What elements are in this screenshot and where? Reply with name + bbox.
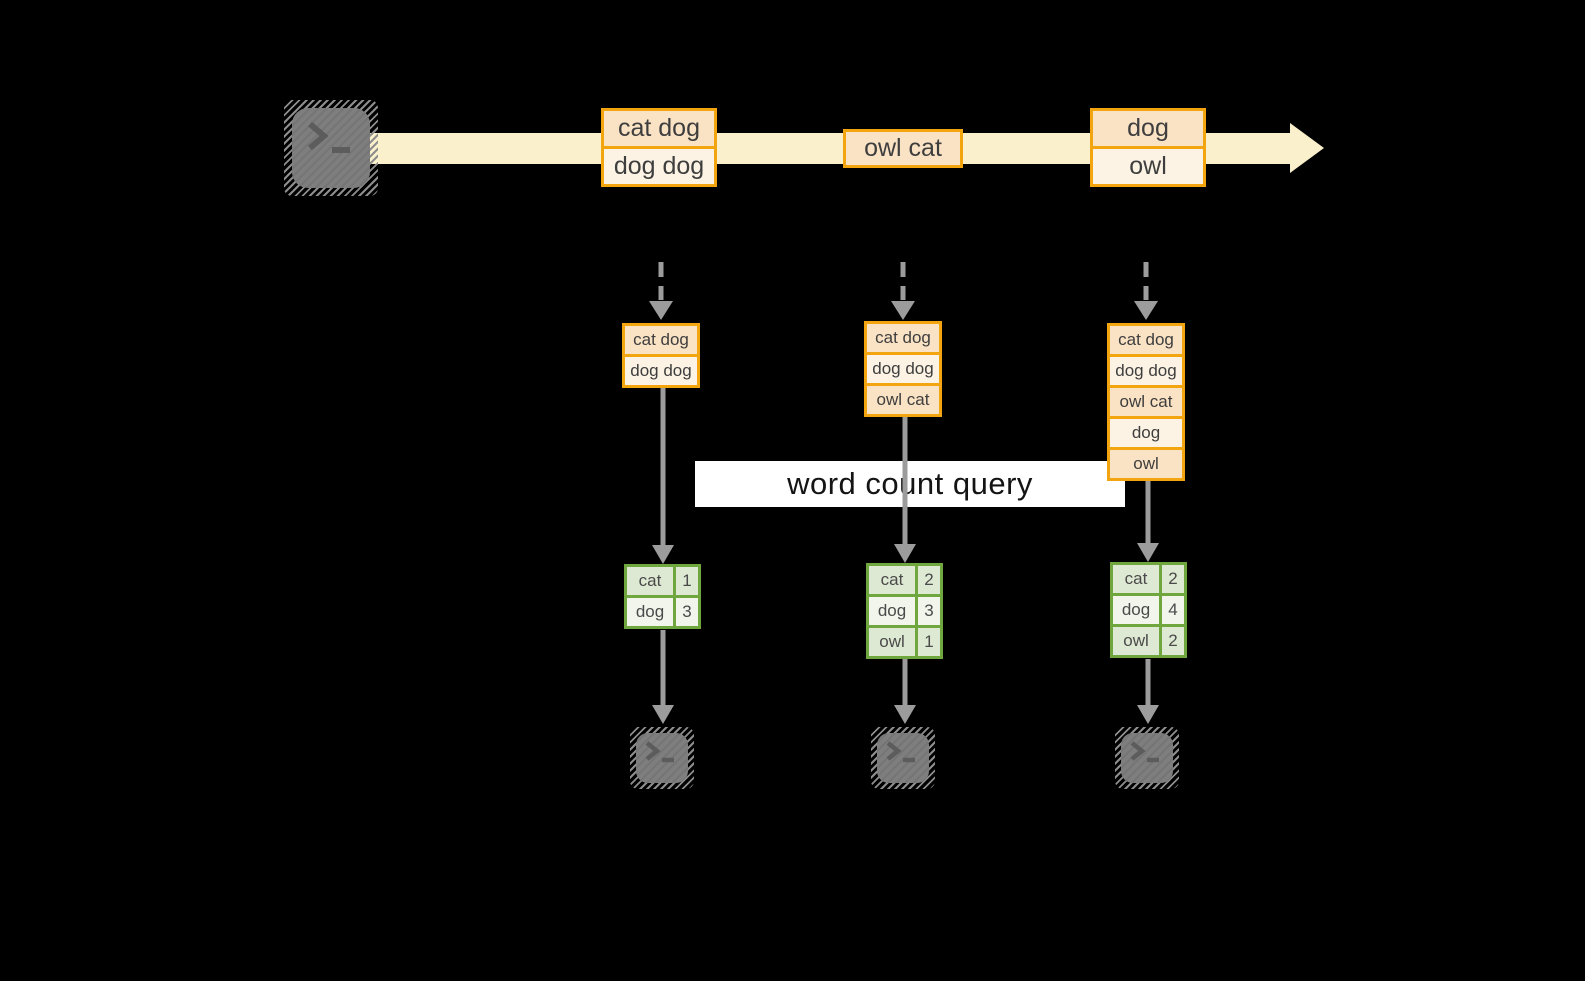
dashed-arrow-down-3: [1131, 262, 1161, 320]
count-value: 3: [918, 597, 940, 625]
sink-terminal-icon-2: [871, 727, 935, 789]
solid-arrow-sink-2: [890, 659, 920, 724]
terminal-icon: [877, 733, 929, 783]
count-word: dog: [869, 597, 915, 625]
state-cell: owl cat: [867, 386, 939, 414]
state-cell: dog dog: [867, 355, 939, 383]
count-value: 1: [676, 567, 698, 595]
state-cell: cat dog: [625, 326, 697, 354]
count-value: 2: [918, 566, 940, 594]
solid-arrow-query-2: [890, 417, 920, 563]
count-word: cat: [869, 566, 915, 594]
source-terminal-icon: [284, 100, 378, 196]
solid-arrow-query-1: [648, 388, 678, 564]
count-table-3: cat 2 dog 4 owl 2: [1110, 562, 1187, 658]
batch-cell: owl cat: [846, 132, 960, 165]
state-cell: owl: [1110, 450, 1182, 478]
batch-cell: dog: [1093, 111, 1203, 146]
stream-arrow-head: [1290, 123, 1324, 173]
count-word: cat: [627, 567, 673, 595]
stream-batch-2: owl cat: [843, 129, 963, 168]
state-box-1: cat dog dog dog: [622, 323, 700, 388]
state-cell: dog dog: [1110, 357, 1182, 385]
count-value: 2: [1162, 627, 1184, 655]
dashed-arrow-down-1: [646, 262, 676, 320]
count-value: 2: [1162, 565, 1184, 593]
state-cell: owl cat: [1110, 388, 1182, 416]
sink-terminal-icon-1: [630, 727, 694, 789]
count-word: dog: [627, 598, 673, 626]
count-word: owl: [1113, 627, 1159, 655]
state-box-3: cat dog dog dog owl cat dog owl: [1107, 323, 1185, 481]
sink-terminal-icon-3: [1115, 727, 1179, 789]
dashed-arrow-down-2: [888, 262, 918, 320]
count-table-1: cat 1 dog 3: [624, 564, 701, 629]
terminal-icon: [1121, 733, 1173, 783]
count-table-2: cat 2 dog 3 owl 1: [866, 563, 943, 659]
terminal-icon: [636, 733, 688, 783]
count-value: 3: [676, 598, 698, 626]
count-word: dog: [1113, 596, 1159, 624]
solid-arrow-sink-3: [1133, 659, 1163, 724]
state-cell: dog dog: [625, 357, 697, 385]
state-cell: dog: [1110, 419, 1182, 447]
state-cell: cat dog: [867, 324, 939, 352]
solid-arrow-query-3: [1133, 480, 1163, 562]
solid-arrow-sink-1: [648, 630, 678, 724]
count-word: owl: [869, 628, 915, 656]
query-label: word count query: [787, 466, 1033, 501]
batch-cell: dog dog: [604, 149, 714, 184]
count-value: 1: [918, 628, 940, 656]
state-cell: cat dog: [1110, 326, 1182, 354]
stream-batch-3: dog owl: [1090, 108, 1206, 187]
state-box-2: cat dog dog dog owl cat: [864, 321, 942, 417]
batch-cell: cat dog: [604, 111, 714, 146]
query-label-band: word count query: [695, 461, 1125, 507]
batch-cell: owl: [1093, 149, 1203, 184]
stream-batch-1: cat dog dog dog: [601, 108, 717, 187]
count-word: cat: [1113, 565, 1159, 593]
terminal-icon: [292, 108, 370, 188]
count-value: 4: [1162, 596, 1184, 624]
